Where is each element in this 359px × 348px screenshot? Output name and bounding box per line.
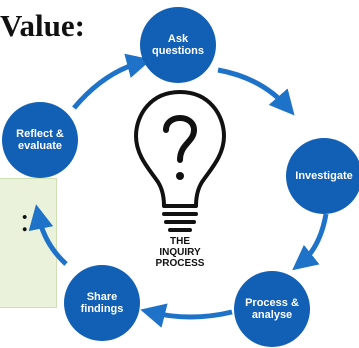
step-share-findings: Share findings bbox=[64, 265, 140, 341]
text-fragment: : bbox=[20, 202, 30, 239]
arrow-reflect-to-ask bbox=[72, 53, 152, 110]
center-title: THE INQUIRY PROCESS bbox=[155, 236, 205, 269]
arrow-ask-to-investigate bbox=[217, 67, 295, 116]
lightbulb-question-icon bbox=[134, 90, 226, 232]
step-label: Process & analyse bbox=[245, 297, 299, 321]
step-label: Share findings bbox=[80, 291, 124, 315]
value-heading: Value: bbox=[0, 8, 85, 43]
arrow-process-to-share bbox=[140, 303, 233, 328]
arrow-share-to-reflect bbox=[28, 204, 68, 266]
step-label: Ask questions bbox=[152, 33, 204, 57]
arrow-investigate-to-process bbox=[292, 213, 329, 271]
step-investigate: Investigate bbox=[286, 138, 359, 214]
step-reflect-evaluate: Reflect & evaluate bbox=[2, 102, 78, 178]
step-label: Reflect & evaluate bbox=[16, 128, 64, 152]
step-ask-questions: Ask questions bbox=[140, 7, 216, 83]
step-label: Investigate bbox=[295, 170, 353, 182]
step-process-analyse: Process & analyse bbox=[234, 271, 310, 347]
